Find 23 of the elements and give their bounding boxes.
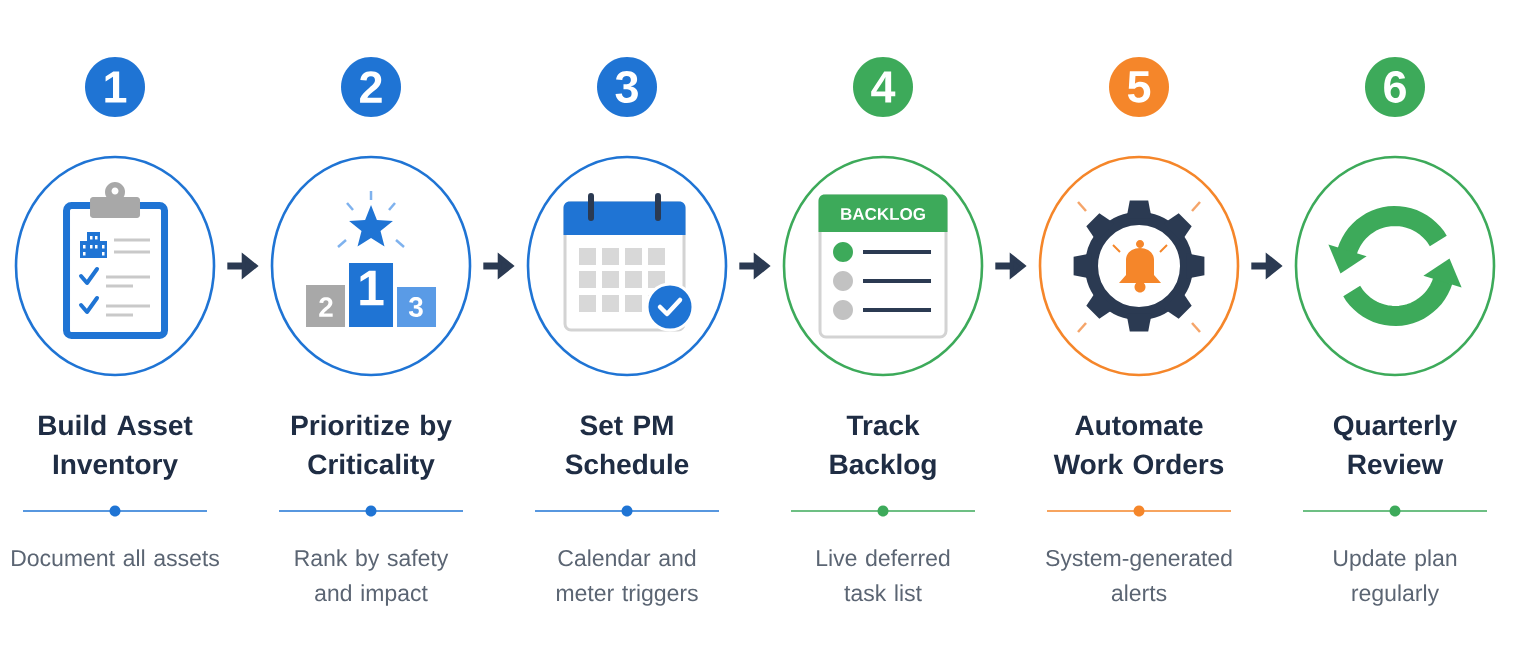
number-badge: 2	[341, 57, 401, 117]
step-description: Document all assets	[12, 549, 219, 567]
step-title: Prioritize by Criticality	[292, 414, 452, 480]
step-title: Build Asset Inventory	[39, 414, 193, 480]
step-description: Update plan regularly	[1334, 549, 1457, 606]
step-description: Live deferred task list	[817, 549, 950, 602]
number-badge: 6	[1365, 57, 1425, 117]
header-text: BACKLOG	[841, 207, 925, 220]
step-title: Set PM Schedule	[565, 415, 689, 475]
podium-number: 1	[360, 270, 384, 306]
step-title: Quarterly Review	[1333, 414, 1458, 475]
step-description: Rank by safety and impact	[295, 549, 449, 606]
number-badge: 1	[85, 57, 145, 117]
step-description: Calendar and meter triggers	[556, 549, 698, 606]
number-badge: 5	[1109, 57, 1169, 117]
step-title: Automate Work Orders	[1053, 415, 1224, 475]
icon-circle	[1294, 155, 1496, 377]
step-description: System-generated alerts	[1046, 549, 1232, 602]
step-title: Track Backlog	[830, 414, 936, 480]
number-badge: 4	[853, 57, 913, 117]
number-badge: 3	[597, 57, 657, 117]
podium-number: 2	[319, 297, 333, 317]
podium-number: 3	[408, 297, 423, 317]
